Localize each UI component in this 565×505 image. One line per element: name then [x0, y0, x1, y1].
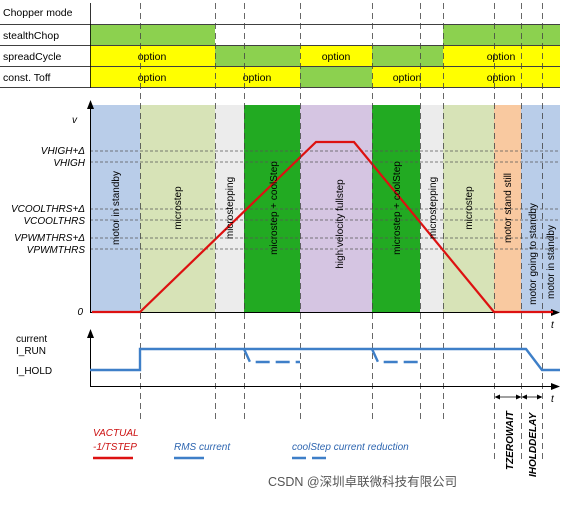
coolstep-reduction-curve — [242, 348, 300, 364]
phase-label-microstep-coolstep: microstep + coolStep — [269, 161, 280, 255]
spreadcycle-option-bar — [443, 46, 560, 66]
phase-bg-motor-in-standby — [90, 105, 140, 312]
const-toff-option-bar — [215, 67, 300, 87]
velocity-x-axis-arrow — [551, 309, 560, 316]
stealthchop-active-bar — [443, 25, 560, 45]
velocity-level-label: VCOOLTHRS — [24, 216, 86, 227]
option-label: option — [393, 72, 422, 84]
row-label-stealthchop: stealthChop — [3, 30, 59, 42]
phase-bg-microstep — [443, 105, 494, 312]
const-toff-active-bar — [300, 67, 372, 87]
velocity-axis-label: v — [72, 115, 78, 126]
phase-bg-high-velocity-fullstep — [300, 105, 372, 312]
row-label-const-toff: const. Toff — [3, 72, 51, 84]
phase-bg-microstep-coolstep — [372, 105, 420, 312]
phase-bg-motor-in-standby — [542, 105, 560, 312]
option-label: option — [138, 72, 167, 84]
phase-dividers — [140, 3, 543, 460]
time-axis-label: t — [551, 320, 555, 331]
spreadcycle-active-bar — [215, 46, 300, 66]
velocity-plot: v VHIGH+Δ VHIGH VCOOLTHRS+Δ VCOOLTHRS VP… — [11, 100, 560, 331]
iholddelay-arrow-head — [537, 394, 543, 400]
velocity-curve — [92, 140, 553, 314]
current-level-label: I_HOLD — [16, 366, 52, 377]
phase-label-motor-in-standby: motor in standby — [111, 171, 122, 245]
current-level-label: I_RUN — [16, 346, 46, 357]
spreadcycle-option-bar — [300, 46, 372, 66]
const-toff-option-bar — [372, 67, 443, 87]
phase-label-motor-stand-still: motor stand still — [503, 173, 514, 243]
spreadcycle-option-bar — [90, 46, 215, 66]
phase-bg-microstep — [140, 105, 215, 312]
phase-bg-motor-going-to-standby — [521, 105, 542, 312]
stealthchop-active-bar — [90, 25, 215, 45]
option-label: option — [243, 72, 272, 84]
phase-label-microstepping: microstepping — [428, 177, 439, 239]
phase-label-microstep-coolstep: microstep + coolStep — [392, 161, 403, 255]
current-y-axis-arrow — [87, 329, 94, 338]
velocity-level-label: VHIGH+Δ — [41, 146, 86, 157]
timing-annotations: TZEROWAIT IHOLDDELAY — [494, 394, 543, 477]
option-label: option — [322, 51, 351, 63]
phase-bg-microstepping — [420, 105, 443, 312]
phase-label-microstep: microstep — [464, 186, 475, 230]
tzerowait-label: TZEROWAIT — [505, 410, 516, 470]
phase-label-motor-going-to-standby: motor going to standby — [528, 203, 539, 305]
current-time-axis-label: t — [551, 394, 555, 405]
phase-bg-motor-stand-still — [494, 105, 521, 312]
phase-bg-microstepping — [215, 105, 244, 312]
current-plot: current I_RUN I_HOLD t — [16, 329, 560, 405]
iholddelay-label: IHOLDDELAY — [528, 411, 539, 477]
velocity-level-label: 0 — [77, 307, 83, 318]
legend-coolstep-label: coolStep current reduction — [292, 442, 409, 453]
velocity-level-label: VPWMTHRS — [27, 245, 86, 256]
tzerowait-arrow-head — [516, 394, 522, 400]
velocity-y-axis-arrow — [87, 100, 94, 109]
coolstep-reduction-curve — [370, 348, 420, 364]
option-label: option — [487, 72, 516, 84]
velocity-level-label: VPWMTHRS+Δ — [14, 233, 85, 244]
legend-velocity-label: -1/TSTEP — [93, 442, 137, 453]
tzerowait-arrow-head — [494, 394, 500, 400]
mode-table: Chopper mode stealthChop spreadCycle con… — [0, 3, 560, 88]
const-toff-option-bar — [443, 67, 560, 87]
iholddelay-arrow-head — [521, 394, 527, 400]
spreadcycle-active-bar — [372, 46, 443, 66]
velocity-level-label: VCOOLTHRS+Δ — [11, 204, 85, 215]
phase-bg-microstep-coolstep — [244, 105, 300, 312]
option-label: option — [487, 51, 516, 63]
watermark: CSDN @深圳卓联微科技有限公司 — [268, 475, 457, 489]
current-axis-title: current — [16, 334, 47, 345]
legend-rms-label: RMS current — [174, 442, 231, 453]
phase-label-motor-in-standby: motor in standby — [546, 225, 557, 299]
option-label: option — [138, 51, 167, 63]
rms-current-curve — [90, 347, 560, 372]
const-toff-option-bar — [90, 67, 215, 87]
phase-label-microstepping: microstepping — [225, 177, 236, 239]
threshold-lines — [90, 150, 560, 250]
legend: VACTUAL -1/TSTEP RMS current coolStep cu… — [93, 428, 409, 460]
row-label-spreadcycle: spreadCycle — [3, 51, 62, 63]
velocity-level-label: VHIGH — [53, 158, 85, 169]
current-x-axis-arrow — [551, 383, 560, 390]
phase-label-microstep: microstep — [173, 186, 184, 230]
phase-label-high-velocity-fullstep: high velocity fullstep — [335, 179, 346, 269]
legend-velocity-label: VACTUAL — [93, 428, 139, 439]
row-label-chopper-mode: Chopper mode — [3, 7, 73, 19]
